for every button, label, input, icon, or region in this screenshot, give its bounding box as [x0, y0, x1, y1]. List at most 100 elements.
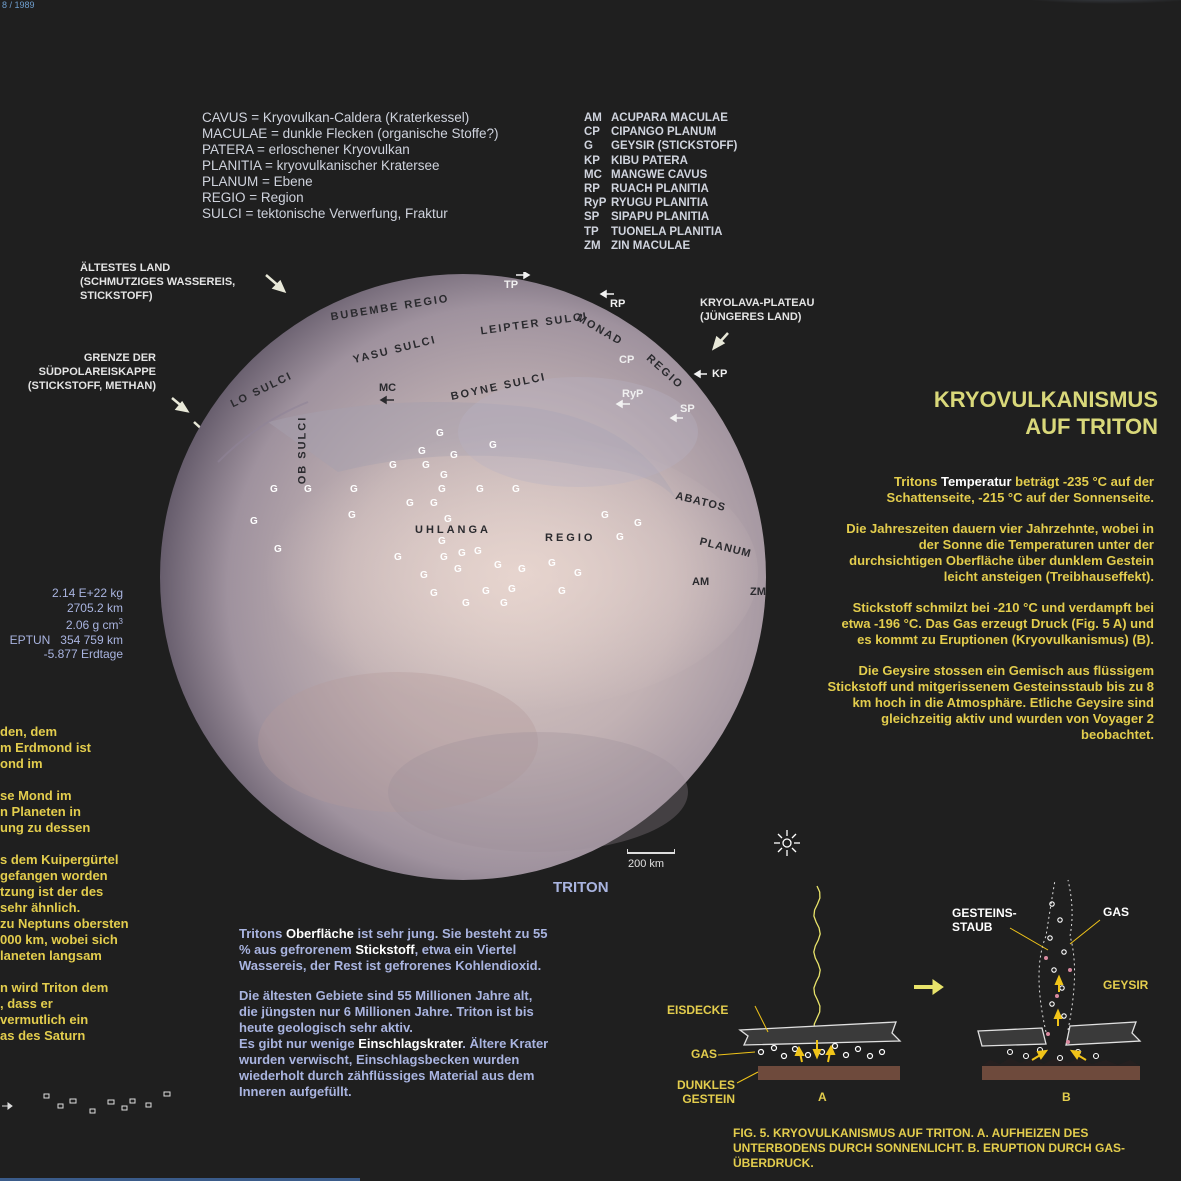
geyser-marker: G: [250, 516, 258, 527]
glossary: CAVUS = Kryovulkan-Caldera (Kraterkessel…: [202, 110, 499, 222]
glossary-item: CAVUS = Kryovulkan-Caldera (Kraterkessel…: [202, 110, 470, 125]
glossary-item: REGIO = Region: [202, 190, 304, 205]
ice-layer-b-right: [1065, 1021, 1142, 1046]
geyser-marker: G: [512, 484, 520, 495]
heat-arrows-a: [794, 1040, 836, 1063]
geyser-marker: G: [444, 514, 452, 525]
geyser-marker: G: [476, 484, 484, 495]
panel-a: [717, 1005, 902, 1084]
geyser-marker: G: [454, 564, 462, 575]
geyser-marker: G: [440, 470, 448, 481]
info-paragraph: Tritons Temperatur beträgt -235 °C auf d…: [886, 474, 1154, 505]
geyser-marker: G: [438, 484, 446, 495]
code-kp: KP: [712, 368, 728, 380]
geyser-marker: G: [406, 498, 414, 509]
geyser-marker: G: [438, 536, 446, 547]
geyser-marker: G: [494, 560, 502, 571]
geyser-marker: G: [518, 564, 526, 575]
geyser-marker: G: [601, 510, 609, 521]
scale-bar: [627, 849, 675, 854]
date-fragment: 8 / 1989: [2, 0, 35, 10]
panel-b: [977, 879, 1142, 1080]
geyser-marker: G: [474, 546, 482, 557]
bottom-bar: [0, 1178, 360, 1181]
planet-glow: [1010, 0, 1181, 4]
code-cp: CP: [619, 354, 635, 366]
scale-label: 200 km: [628, 858, 665, 870]
glossary-item: SULCI = tektonische Verwerfung, Fraktur: [202, 206, 448, 221]
label-geysir: GEYSIR: [1103, 978, 1149, 992]
geyser-marker: G: [430, 498, 438, 509]
geyser-marker: G: [440, 552, 448, 563]
code-tp: TP: [504, 279, 519, 291]
gas-bubbles-a: [757, 1042, 886, 1060]
label-uhlanga: UHLANGA: [415, 524, 491, 536]
label-gas: GAS: [691, 1047, 718, 1061]
geyser-marker: G: [420, 570, 428, 581]
ice-layer-b-left: [977, 1027, 1047, 1047]
callout-polar-cap: GRENZE DER SÜDPOLAREISKAPPE (STICKSTOFF,…: [27, 352, 156, 392]
code-am: AM: [692, 576, 710, 588]
geyser-marker: G: [304, 484, 312, 495]
code-ryp: RyP: [622, 388, 644, 400]
geyser-marker: G: [462, 598, 470, 609]
page-title: KRYOVULKANISMUS AUF TRITON: [933, 387, 1158, 439]
label-dunkles-gestein: DUNKLES GESTEIN: [676, 1078, 735, 1106]
map-code-arrows: [379, 272, 707, 423]
triton-globe: [160, 274, 766, 880]
code-sp: SP: [680, 403, 695, 415]
label-gas-b: GAS: [1103, 905, 1130, 919]
geyser-marker: G: [350, 484, 358, 495]
figure-5-diagram: [717, 830, 1142, 1084]
info-paragraph: Die Geysire stossen ein Gemisch aus flüs…: [827, 663, 1154, 742]
sun-icon: [774, 830, 800, 856]
geyser-marker: G: [270, 484, 278, 495]
code-zm: ZM: [750, 586, 766, 598]
figure-caption: FIG. 5. KRYOVULKANISMUS AUF TRITON. A. A…: [733, 1126, 1126, 1170]
geyser-plume: [1038, 879, 1075, 1033]
label-gesteinsstaub: GESTEINS- STAUB: [952, 906, 1017, 934]
geyser-marker: G: [418, 446, 426, 457]
transition-arrow: [914, 979, 944, 995]
physical-stats: 2.14 E+22 kg 2705.2 km 2.06 g cm3 EPTUN …: [9, 586, 123, 661]
geyser-marker: G: [430, 588, 438, 599]
dark-rock-a: [758, 1066, 900, 1080]
label-uhlanga-regio: REGIO: [545, 532, 596, 544]
geyser-marker: G: [634, 518, 642, 529]
surface-paragraph: Tritons Oberfläche ist sehr jung. Sie be…: [239, 926, 548, 973]
label-b: B: [1062, 1090, 1071, 1104]
label-a: A: [818, 1090, 827, 1104]
geyser-marker: G: [348, 510, 356, 521]
info-paragraph: Stickstoff schmilzt bei -210 °C und verd…: [841, 600, 1154, 647]
info-paragraph: Die Jahreszeiten dauern vier Jahrzehnte,…: [846, 521, 1154, 584]
ice-layer-a: [738, 1021, 902, 1046]
map-name: TRITON: [553, 879, 609, 896]
surface-text: Tritons Oberfläche ist sehr jung. Sie be…: [239, 926, 549, 1114]
geyser-marker: G: [458, 548, 466, 559]
code-rp: RP: [610, 298, 626, 310]
dust-particles: [1044, 956, 1072, 1044]
info-text: Tritons Temperatur beträgt -235 °C auf d…: [824, 474, 1154, 758]
dark-rock-b: [982, 1066, 1140, 1080]
triton-map: BUBEMBE REGIO LEIPTER SULCI MONAD REGIO …: [158, 272, 768, 882]
geyser-marker: G: [500, 598, 508, 609]
geyser-marker: G: [574, 568, 582, 579]
geyser-marker: G: [436, 428, 444, 439]
glossary-item: PLANITIA = kryovulkanischer Kratersee: [202, 158, 440, 173]
eruption-arrows: [1031, 974, 1087, 1061]
geyser-marker: G: [489, 440, 497, 451]
surface-paragraph: Die ältesten Gebiete sind 55 Millionen J…: [239, 988, 549, 1099]
geyser-marker: G: [422, 460, 430, 471]
glossary-item: PATERA = erloschener Kryovulkan: [202, 142, 410, 157]
label-eisdecke: EISDECKE: [667, 1003, 729, 1017]
